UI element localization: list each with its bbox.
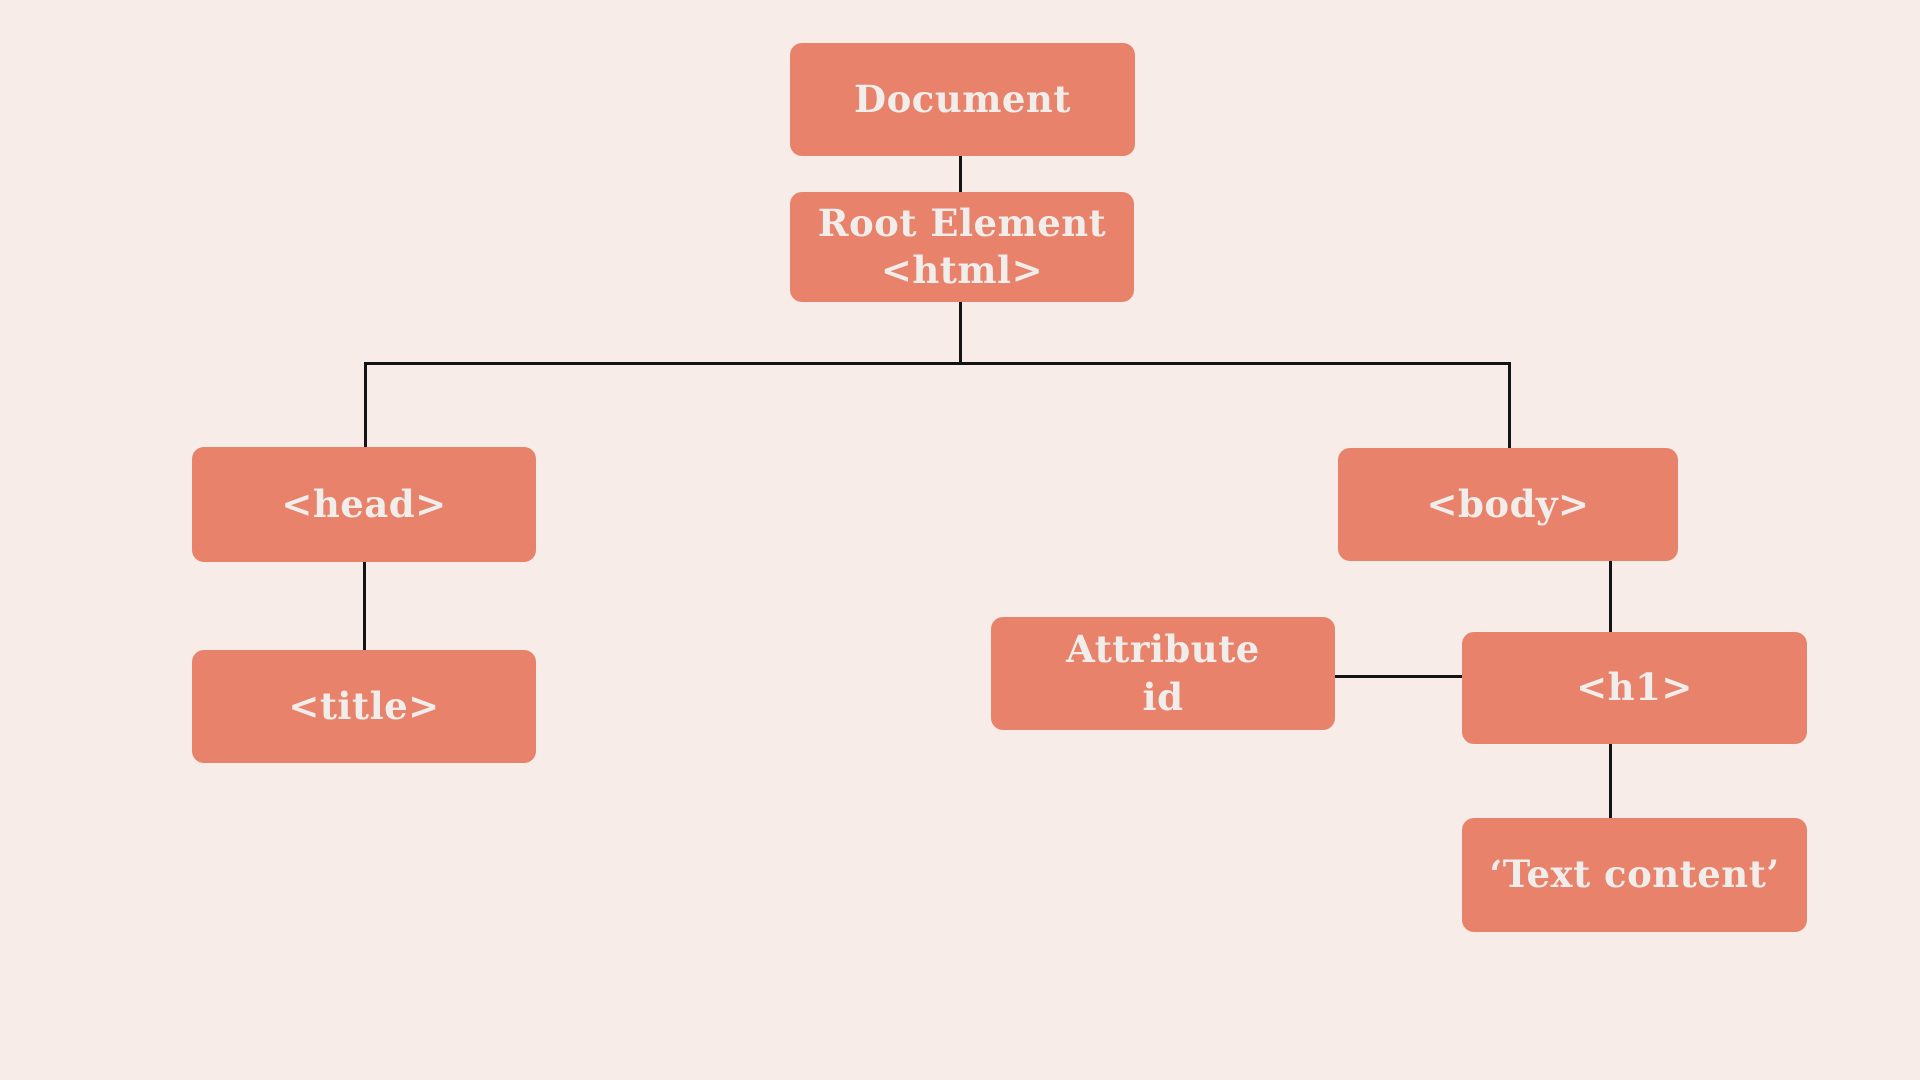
node-attribute-id-line2: id — [1142, 674, 1184, 719]
edge-h1-textcontent — [1609, 744, 1612, 819]
edge-branch-horizontal — [364, 362, 1511, 365]
edge-root-down — [959, 300, 962, 364]
node-head-label: <head> — [281, 481, 447, 526]
node-h1-label: <h1> — [1576, 665, 1693, 710]
node-h1: <h1> — [1462, 632, 1807, 744]
node-head: <head> — [192, 447, 536, 562]
edge-head-title — [363, 562, 366, 651]
edge-document-root — [959, 156, 962, 192]
node-text-content: ‘Text content’ — [1462, 818, 1807, 932]
node-root-element-line1: Root Element — [817, 200, 1107, 245]
edge-body-h1 — [1609, 561, 1612, 633]
node-title-label: <title> — [288, 683, 440, 728]
node-document-label: Document — [854, 76, 1071, 121]
edge-attribute-h1 — [1335, 675, 1463, 678]
node-title: <title> — [192, 650, 536, 763]
node-body: <body> — [1338, 448, 1678, 561]
node-attribute-id-line1: Attribute — [1066, 627, 1260, 672]
node-text-content-label: ‘Text content’ — [1489, 852, 1780, 897]
node-attribute-id: Attribute id — [991, 617, 1335, 730]
edge-branch-left-drop — [364, 362, 367, 448]
node-body-label: <body> — [1426, 481, 1590, 526]
node-document: Document — [790, 43, 1135, 156]
edge-branch-right-drop — [1508, 362, 1511, 449]
node-root-element: Root Element <html> — [790, 192, 1134, 302]
node-root-element-line2: <html> — [880, 248, 1044, 292]
